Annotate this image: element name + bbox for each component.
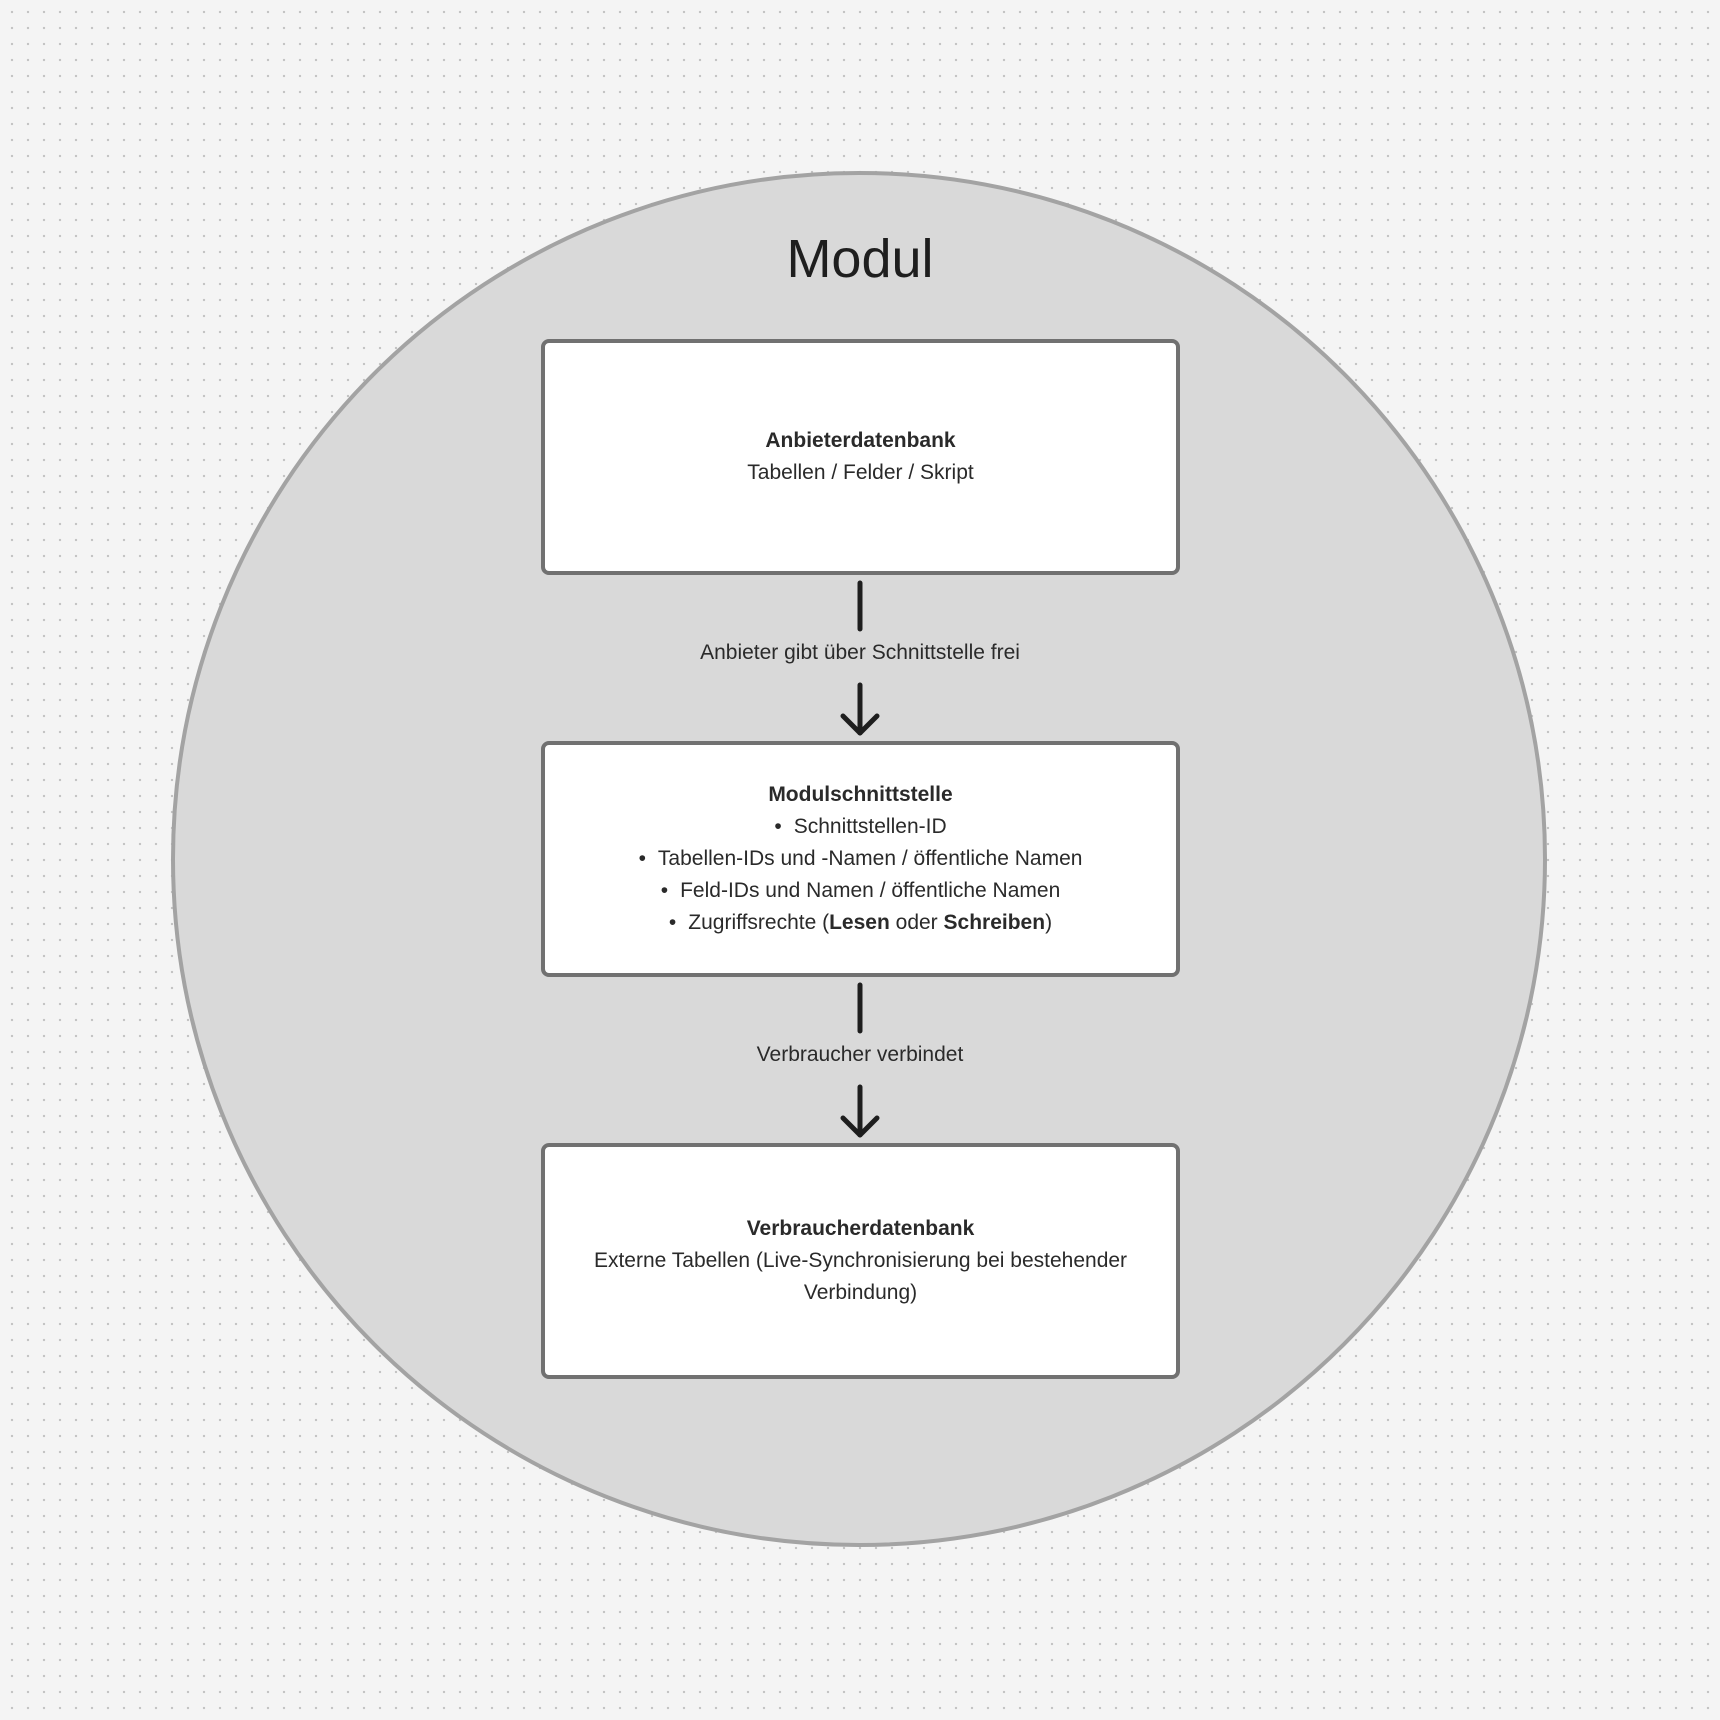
consumer-database-box[interactable]: Verbraucherdatenbank Externe Tabellen (L… [541,1143,1180,1379]
consumer-database-title: Verbraucherdatenbank [746,1217,975,1240]
list-item-text: Tabellen-IDs und -Namen / öffentliche Na… [657,847,1083,870]
module-interface-box[interactable]: Modulschnittstelle • Schnittstellen-ID • T… [541,741,1180,977]
list-item: • Schnittstellen-ID [639,811,1083,843]
access-read: Lesen [829,911,890,934]
connector-arrow [840,580,880,736]
list-item: • Feld-IDs und Namen / öffentliche Namen [639,875,1083,907]
provider-database-title: Anbieterdatenbank [765,429,956,452]
interface-bullet-list: • Schnittstellen-ID • Tabellen-IDs und -Na… [639,811,1083,939]
list-item: • Tabellen-IDs und -Namen / öffentliche N… [639,843,1083,875]
provider-database-subtitle: Tabellen / Felder / Skript [747,461,974,484]
access-write: Schreiben [943,911,1046,934]
arrow-down-icon [840,1084,880,1138]
bullet-icon: • [660,879,669,902]
module-interface-title: Modulschnittstelle [768,783,953,806]
list-item-text: Schnittstellen-ID [793,815,947,838]
list-item: • Zugriffsrechte (Lesen oder Schreiben) [639,907,1083,939]
bullet-icon: • [668,911,677,934]
connector-provider-to-interface[interactable]: Anbieter gibt über Schnittstelle frei [560,579,1160,739]
access-middle: oder [889,911,944,934]
module-title: Modul [786,229,934,289]
connector-label: Verbraucher verbindet [756,1043,964,1066]
list-item-text: Feld-IDs und Namen / öffentliche Namen [680,879,1061,902]
connector-interface-to-consumer[interactable]: Verbraucher verbindet [560,981,1160,1141]
access-suffix: ) [1045,911,1053,934]
bullet-icon: • [638,847,646,870]
connector-label: Anbieter gibt über Schnittstelle frei [700,641,1020,664]
bullet-icon: • [774,815,782,838]
connector-arrow [840,982,880,1138]
provider-database-box[interactable]: Anbieterdatenbank Tabellen / Felder / Sk… [541,339,1180,575]
arrow-down-icon [840,682,880,736]
access-prefix: Zugriffsrechte ( [688,911,830,934]
consumer-database-description: Externe Tabellen (Live-Synchronisierung … [593,1249,1128,1304]
